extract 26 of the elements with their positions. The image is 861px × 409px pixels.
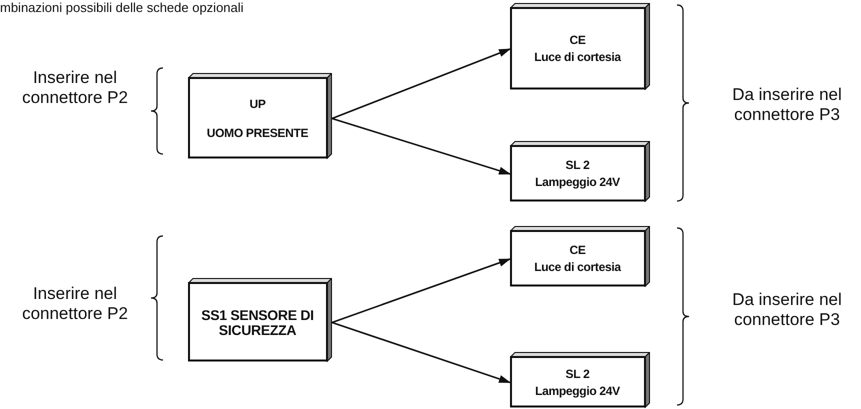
module-box — [510, 141, 650, 202]
arrow — [332, 322, 511, 384]
module-label: CE — [569, 33, 586, 48]
connector-note: Da inserire nel connettore P3 — [731, 290, 843, 330]
module-label: SS1 SENSORE DI SICUREZZA — [200, 308, 315, 338]
module-box — [510, 3, 650, 90]
module-label: SL 2 — [566, 366, 590, 382]
module-box — [188, 278, 332, 362]
module-label: Luce di cortesia — [534, 260, 621, 275]
module-label: UOMO PRESENTE — [206, 126, 308, 140]
arrow — [332, 48, 511, 120]
module-label: Lampeggio 24V — [535, 175, 620, 190]
connector-note: Da inserire nel connettore P3 — [731, 85, 843, 125]
module-box — [510, 352, 650, 408]
module-label: Lampeggio 24V — [535, 384, 620, 398]
diagram-title: mbinazioni possibili delle schede opzionali — [0, 0, 244, 15]
connector-note: Inserire nel connettore P2 — [21, 68, 129, 108]
module-box — [510, 226, 650, 287]
module-label: UP — [249, 96, 266, 112]
module-label: SL 2 — [566, 158, 590, 173]
connector-note: Inserire nel connettore P2 — [21, 284, 129, 324]
module-label: Luce di cortesia — [534, 50, 621, 65]
arrow — [332, 118, 511, 175]
module-label: CE — [569, 243, 586, 258]
arrow — [332, 258, 511, 324]
module-box — [188, 73, 332, 159]
